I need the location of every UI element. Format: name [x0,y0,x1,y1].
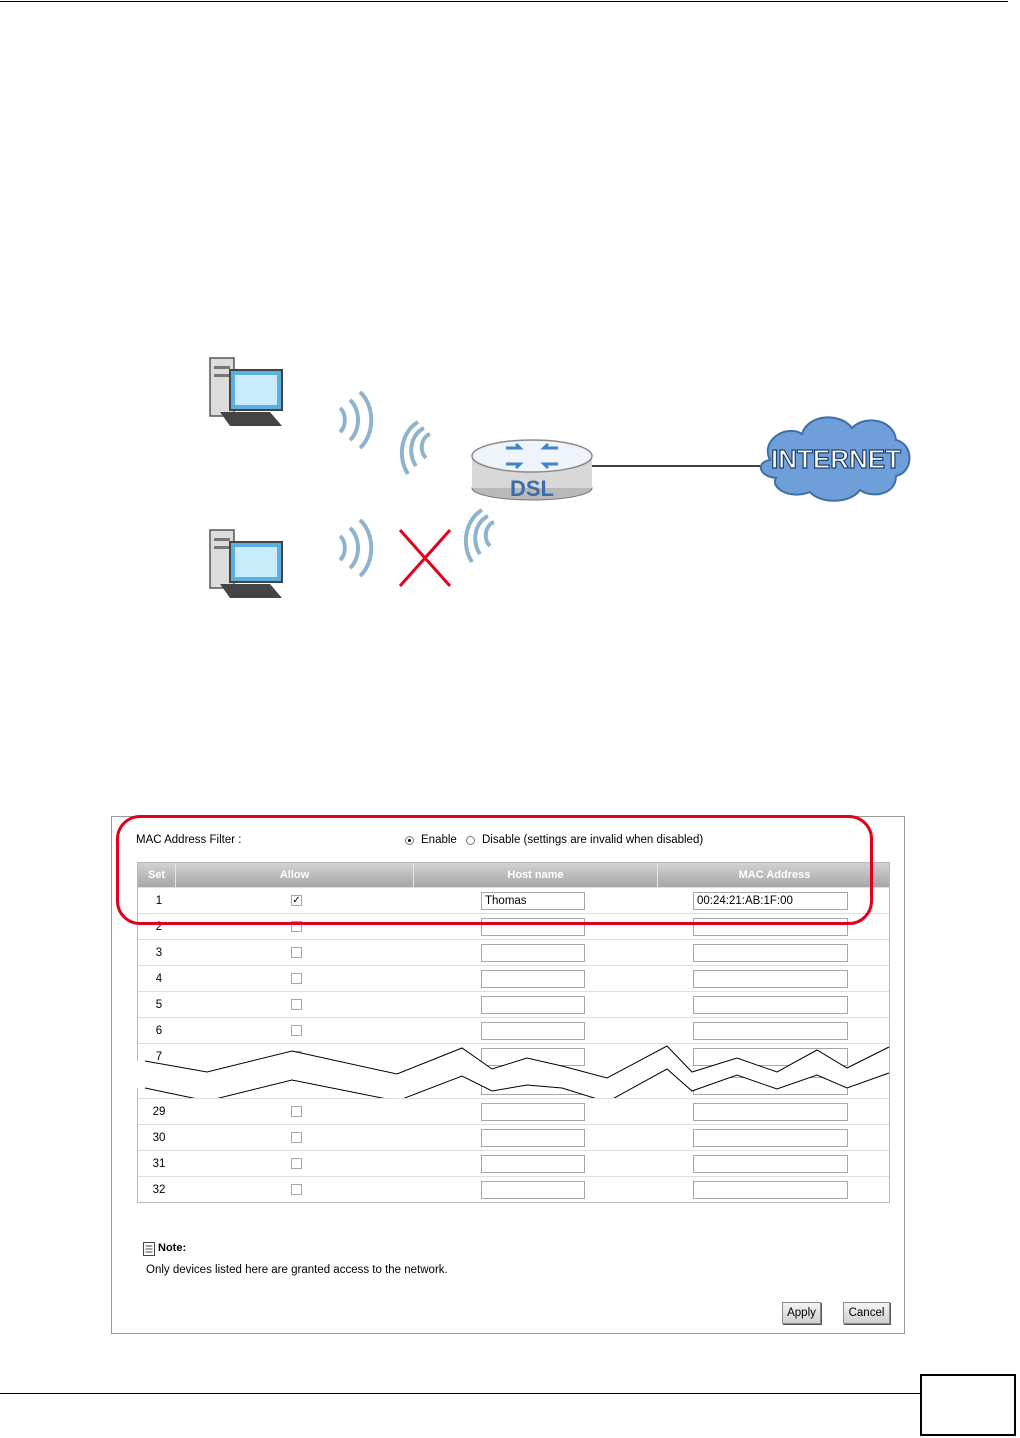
mac-address-input[interactable] [693,1103,848,1121]
host-name-input[interactable] [481,1155,585,1173]
computer-icon [210,358,282,426]
table-row: 32 [138,1176,889,1202]
table-row-break: 7 [138,1043,889,1098]
cancel-button[interactable]: Cancel [843,1302,890,1324]
network-diagram: DSL INTERNET [190,340,920,610]
host-name-input[interactable] [481,1181,585,1199]
table-row: 4 [138,965,889,991]
apply-button[interactable]: Apply [782,1302,821,1324]
set-number: 5 [138,999,180,1011]
allow-checkbox[interactable] [291,1184,302,1195]
highlight-ellipse [116,815,873,925]
mac-address-input[interactable] [693,970,848,988]
set-number: 31 [138,1158,180,1170]
host-name-input[interactable] [481,970,585,988]
header-rule [0,1,1008,2]
computer-icon [210,530,282,598]
host-name-input[interactable] [481,996,585,1014]
host-name-input[interactable] [481,1129,585,1147]
note-icon [143,1242,155,1256]
footer-rule [0,1393,920,1394]
note-title: Note: [158,1242,186,1254]
host-name-input[interactable] [481,1022,585,1040]
table-row: 30 [138,1124,889,1150]
allow-checkbox[interactable] [291,973,302,984]
note-text: Only devices listed here are granted acc… [146,1264,448,1276]
blocked-cross-icon [400,530,450,586]
set-number: 30 [138,1132,180,1144]
router-icon: DSL [472,440,592,501]
allow-checkbox[interactable] [291,1158,302,1169]
internet-cloud-icon: INTERNET [761,417,910,500]
table-row: 5 [138,991,889,1017]
table-row: 6 [138,1017,889,1043]
mac-address-input[interactable] [693,1129,848,1147]
host-name-input[interactable] [481,944,585,962]
router-label: DSL [510,476,554,501]
mac-address-input[interactable] [693,944,848,962]
page-number-box [920,1374,1016,1436]
mac-address-input[interactable] [693,1155,848,1173]
mac-address-input[interactable] [693,1181,848,1199]
mac-address-input[interactable] [693,1022,848,1040]
mac-address-input[interactable] [693,996,848,1014]
set-number: 29 [138,1106,180,1118]
cloud-label: INTERNET [771,444,901,474]
set-number: 4 [138,973,180,985]
set-number: 3 [138,947,180,959]
set-number: 6 [138,1025,180,1037]
table-row: 3 [138,939,889,965]
table-row: 29 [138,1098,889,1124]
set-number: 32 [138,1184,180,1196]
table-break-icon [137,1044,892,1099]
table-row: 31 [138,1150,889,1176]
allow-checkbox[interactable] [291,1025,302,1036]
allow-checkbox[interactable] [291,1106,302,1117]
allow-checkbox[interactable] [291,947,302,958]
allow-checkbox[interactable] [291,999,302,1010]
allow-checkbox[interactable] [291,1132,302,1143]
host-name-input[interactable] [481,1103,585,1121]
